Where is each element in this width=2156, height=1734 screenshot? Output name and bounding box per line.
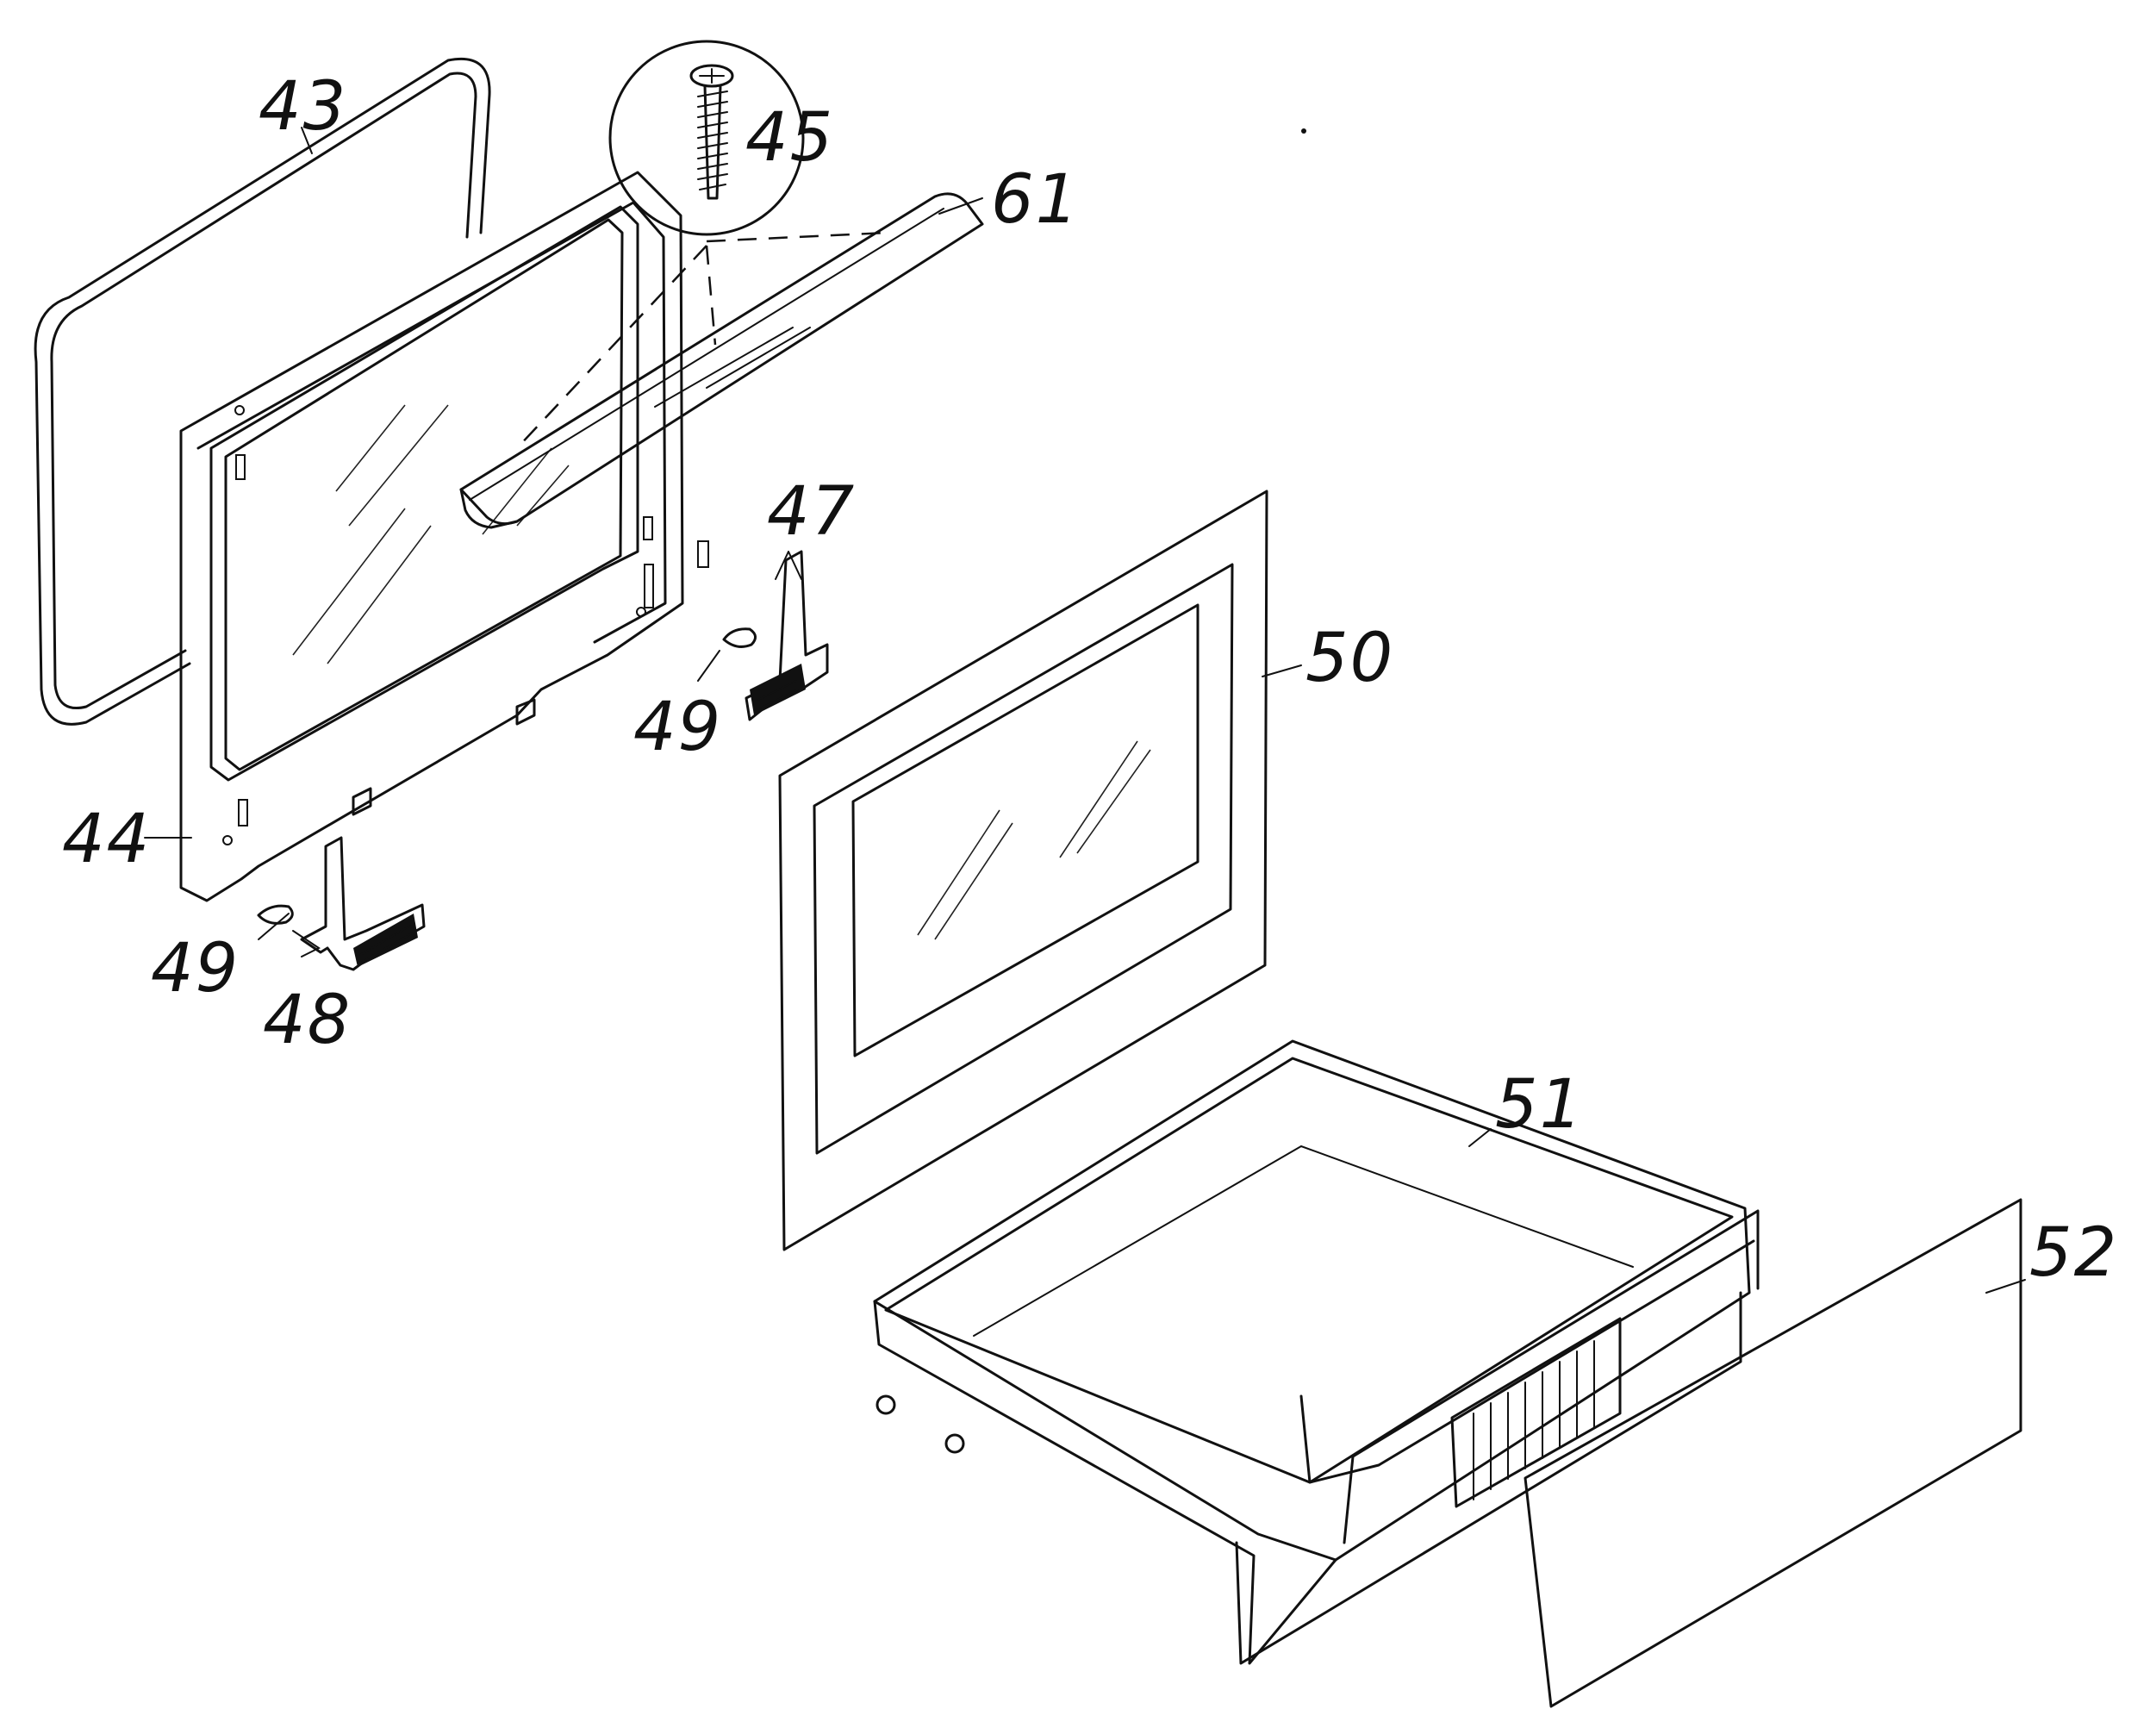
label-47: 47	[767, 473, 856, 551]
label-51: 51	[1495, 1066, 1584, 1144]
label-50: 50	[1305, 620, 1394, 697]
inner-door-part	[179, 171, 709, 902]
label-48: 48	[263, 982, 352, 1059]
stray-dot	[1301, 128, 1306, 134]
upper-hinge-part	[745, 550, 829, 721]
leader-lines	[144, 127, 2026, 1294]
screw-detail-part	[608, 40, 805, 236]
lower-hinge-part	[300, 836, 426, 971]
label-45: 45	[745, 99, 834, 177]
hinge-pin-upper-part	[722, 627, 757, 648]
label-61: 61	[991, 161, 1080, 239]
handle-part	[459, 192, 984, 529]
drawer-front-part	[1524, 1198, 2022, 1708]
label-44: 44	[62, 801, 151, 878]
screw-assembly-dashes	[516, 231, 888, 449]
label-49-lower: 49	[151, 930, 240, 1007]
label-52: 52	[2029, 1214, 2118, 1292]
outer-glass-panel-part	[778, 490, 1268, 1251]
label-43: 43	[259, 68, 347, 146]
door-seal-part	[34, 57, 491, 726]
label-49-upper: 49	[633, 689, 722, 766]
drawer-part	[873, 1039, 1760, 1665]
hinge-pin-lower-part	[257, 904, 294, 925]
